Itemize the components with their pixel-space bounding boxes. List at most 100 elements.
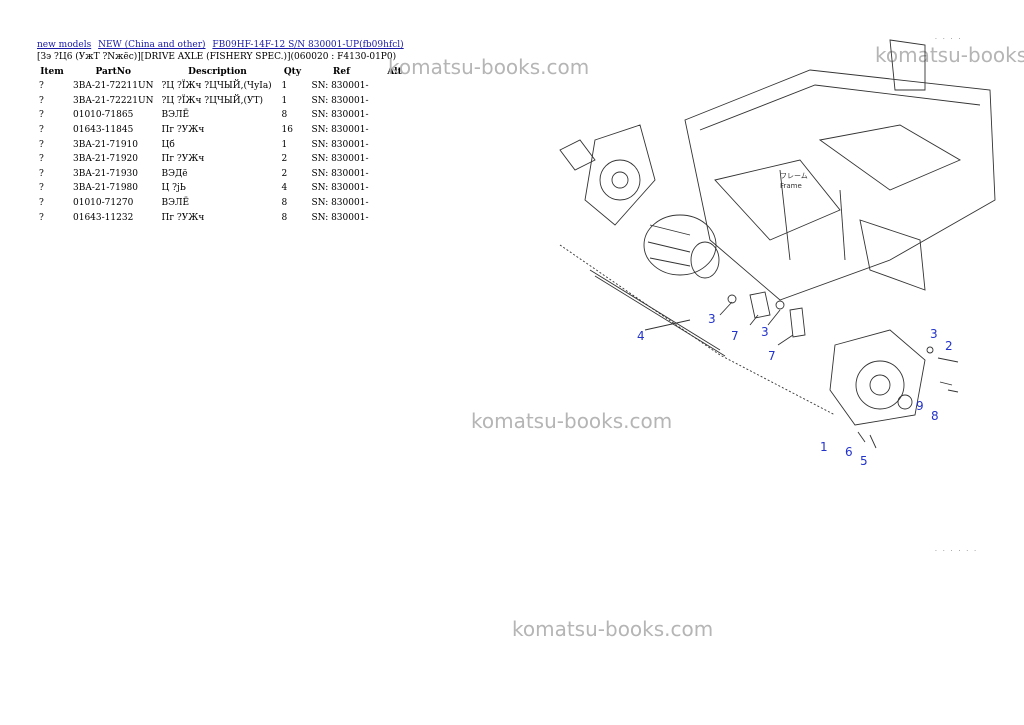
watermark: komatsu-books.com — [388, 55, 590, 79]
frame-rib — [839, 189, 846, 261]
left-gear — [599, 159, 641, 201]
cell-qty: 8 — [281, 198, 288, 209]
breadcrumb: new models NEW (China and other) FB09HF-… — [37, 40, 408, 50]
cell-partno: 3BA-21-71980 — [73, 183, 139, 194]
leader-line — [777, 334, 794, 346]
table-row: ? 3BA-21-72211UN ?Ц ?ЇЖч ?ЦЧЫЙ,(ЧуIа) 1 … — [35, 79, 413, 94]
frame-label: フレーム — [780, 172, 808, 180]
motor-end-cap — [690, 241, 720, 279]
right-gear — [855, 360, 905, 410]
cell-description: Пг ?УЖч — [161, 154, 205, 165]
cell-ref: SN: 830001- — [311, 198, 369, 209]
cell-description: ВЭДё — [161, 168, 188, 179]
right-hub-flange — [897, 394, 913, 410]
cell-description: Ц ?jЬ — [161, 183, 186, 194]
washer-3a — [727, 294, 737, 304]
callout-3: 3 — [708, 312, 716, 326]
drive-motor — [643, 214, 717, 276]
bolt-6 — [857, 431, 866, 443]
cell-alt — [375, 152, 413, 167]
right-gear-housing — [829, 329, 926, 426]
cell-item: ? — [39, 95, 44, 106]
breadcrumb-link-new-models[interactable]: new models — [37, 40, 92, 50]
cell-alt — [375, 123, 413, 138]
callout-2: 2 — [945, 339, 953, 353]
leader-line — [644, 319, 691, 331]
table-row: ? 01643-11845 Пг ?УЖч 16 SN: 830001- — [35, 123, 413, 138]
callout-9: 9 — [916, 399, 924, 413]
cell-partno: 01010-71270 — [73, 198, 134, 209]
callout-8: 8 — [931, 409, 939, 423]
leader-line — [719, 301, 733, 316]
frame-panel — [714, 159, 841, 241]
watermark: komatsu-books.com — [512, 617, 714, 641]
page-title: [Зэ ?Ц6 (УжТ ?Nжёс)][DRIVE AXLE (FISHERY… — [37, 52, 397, 62]
table-row: ? 3BA-21-71980 Ц ?jЬ 4 SN: 830001- — [35, 181, 413, 196]
cell-item: ? — [39, 168, 44, 179]
callout-6: 6 — [845, 445, 853, 459]
left-gear-mount — [559, 139, 596, 171]
parts-diagram: フレーム Frame 3 7 3 7 4 3 2 9 8 1 6 5 — [559, 39, 996, 468]
header-description: Description — [188, 67, 247, 77]
bolt-8 — [947, 389, 959, 393]
cell-description: ВЭЛЁ — [161, 110, 190, 121]
cell-item: ? — [39, 198, 44, 209]
cell-alt — [375, 79, 413, 94]
cell-ref: SN: 830001- — [311, 183, 369, 194]
drive-shaft — [594, 275, 726, 357]
cell-description: Пг ?УЖч — [161, 212, 205, 223]
callout-7: 7 — [768, 349, 776, 363]
washer-3c — [926, 346, 934, 354]
cell-qty: 16 — [281, 125, 293, 136]
bolt-9 — [939, 381, 953, 386]
sheet-corner-mark: · · · · — [935, 36, 963, 43]
table-row: ? 01010-71865 ВЭЛЁ 8 SN: 830001- — [35, 108, 413, 123]
table-row: ? 3BA-21-71930 ВЭДё 2 SN: 830001- — [35, 167, 413, 182]
callout-7: 7 — [731, 329, 739, 343]
sheet-code-mark: · · · · · · — [935, 548, 978, 555]
cell-alt — [375, 210, 413, 225]
frame-edge — [699, 84, 981, 131]
leader-line — [749, 314, 759, 326]
table-header-row: Item PartNo Description Qty Ref Alt — [35, 65, 413, 79]
watermark: komatsu-books.com — [471, 409, 673, 433]
cell-item: ? — [39, 81, 44, 92]
cell-ref: SN: 830001- — [311, 168, 369, 179]
breadcrumb-link-model[interactable]: FB09HF-14F-12 S/N 830001-UP(fb09hfcl) — [212, 40, 404, 50]
frame-bracket — [889, 39, 926, 91]
table-row: ? 01010-71270 ВЭЛЁ 8 SN: 830001- — [35, 196, 413, 211]
table-row: ? 01643-11232 Пг ?УЖч 8 SN: 830001- — [35, 210, 413, 225]
cell-qty: 8 — [281, 212, 288, 223]
cell-alt — [375, 94, 413, 109]
cell-description: Цб — [161, 139, 175, 150]
frame-label: Frame — [780, 182, 802, 190]
cell-item: ? — [39, 183, 44, 194]
cell-item: ? — [39, 212, 44, 223]
cell-qty: 4 — [281, 183, 288, 194]
cell-qty: 2 — [281, 154, 288, 165]
header-partno: PartNo — [95, 67, 131, 77]
cell-partno: 01643-11232 — [73, 212, 134, 223]
cell-qty: 1 — [281, 95, 288, 106]
right-gear-hub — [869, 374, 891, 396]
cell-partno: 3BA-21-72221UN — [73, 95, 154, 106]
cell-qty: 2 — [281, 168, 288, 179]
cell-ref: SN: 830001- — [311, 95, 369, 106]
cell-ref: SN: 830001- — [311, 139, 369, 150]
cell-ref: SN: 830001- — [311, 125, 369, 136]
bolt-2 — [937, 357, 959, 363]
cell-partno: 3BA-21-71930 — [73, 168, 139, 179]
frame-side-plate — [859, 219, 926, 291]
left-gear-housing — [584, 124, 656, 226]
callout-3: 3 — [930, 327, 938, 341]
cell-partno: 3BA-21-72211UN — [73, 81, 154, 92]
breadcrumb-link-region[interactable]: NEW (China and other) — [98, 40, 206, 50]
cell-partno: 01643-11845 — [73, 125, 134, 136]
callout-1: 1 — [820, 440, 828, 454]
frame-rib — [779, 169, 791, 261]
drive-shaft — [589, 269, 721, 351]
cell-alt — [375, 196, 413, 211]
cell-ref: SN: 830001- — [311, 110, 369, 121]
table-row: ? 3BA-21-71920 Пг ?УЖч 2 SN: 830001- — [35, 152, 413, 167]
cell-partno: 3BA-21-71920 — [73, 154, 139, 165]
